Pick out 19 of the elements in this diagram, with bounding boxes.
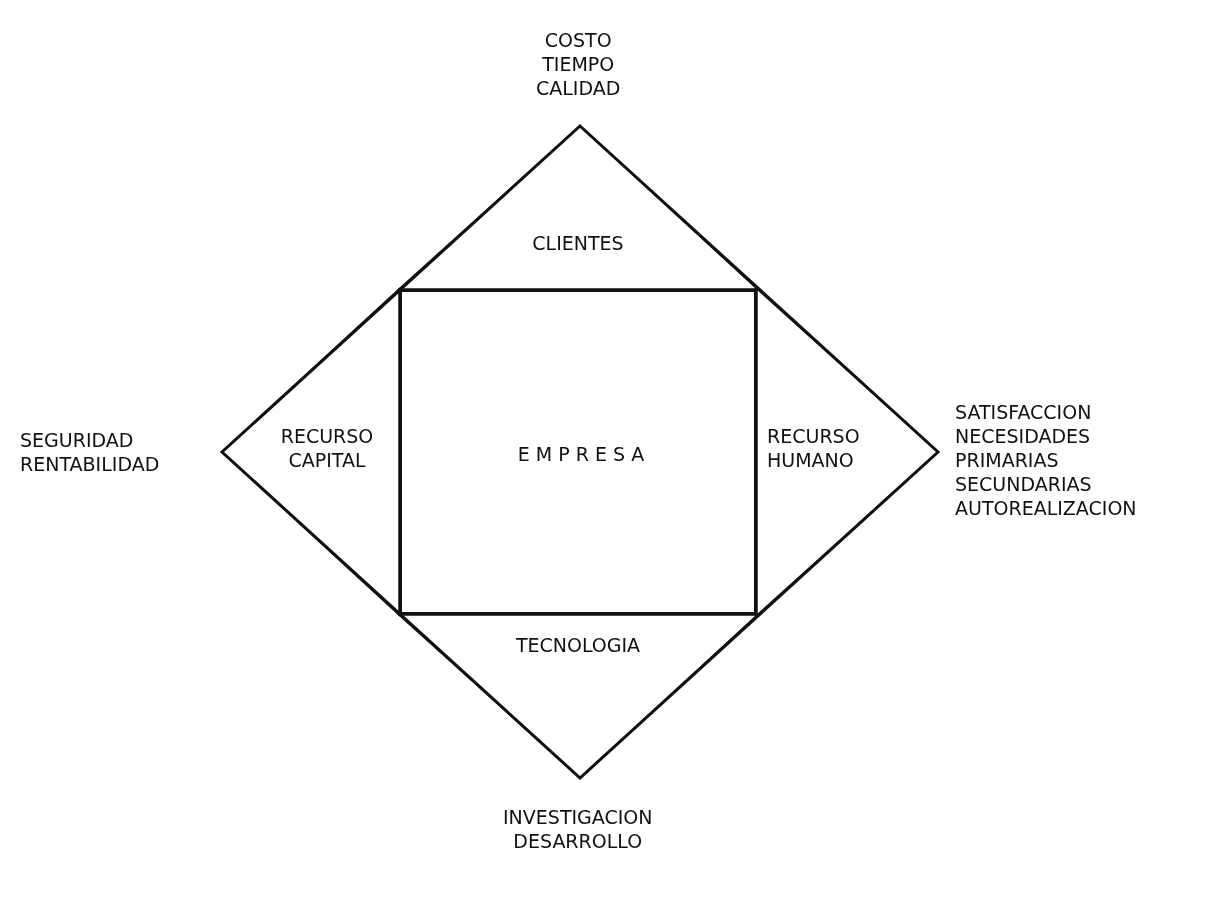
caption-text: AUTOREALIZACION [955,496,1137,520]
region-label: E M P R E S A [516,442,646,466]
region-label: TECNOLOGIA [514,633,642,657]
caption-text: COSTO [543,28,613,52]
diamond-shape [222,126,938,778]
caption-text: SECUNDARIAS [955,472,1093,496]
caption-text: CALIDAD [536,76,621,100]
caption-text: DESARROLLO [512,829,644,853]
caption-text: NECESIDADES [955,424,1092,448]
square-box [399,289,757,615]
caption-text: SEGURIDAD [20,428,135,452]
caption-text: TIEMPO [541,52,616,76]
region-label: RECURSO CAPITAL [279,424,375,472]
caption-text: SATISFACCION [955,400,1093,424]
caption-text: INVESTIGACION [503,805,653,829]
caption-text: RENTABILIDAD [20,452,160,476]
caption-text: PRIMARIAS [955,448,1060,472]
region-label: RECURSO HUMANO [767,424,861,472]
region-label: CLIENTES [531,231,625,255]
